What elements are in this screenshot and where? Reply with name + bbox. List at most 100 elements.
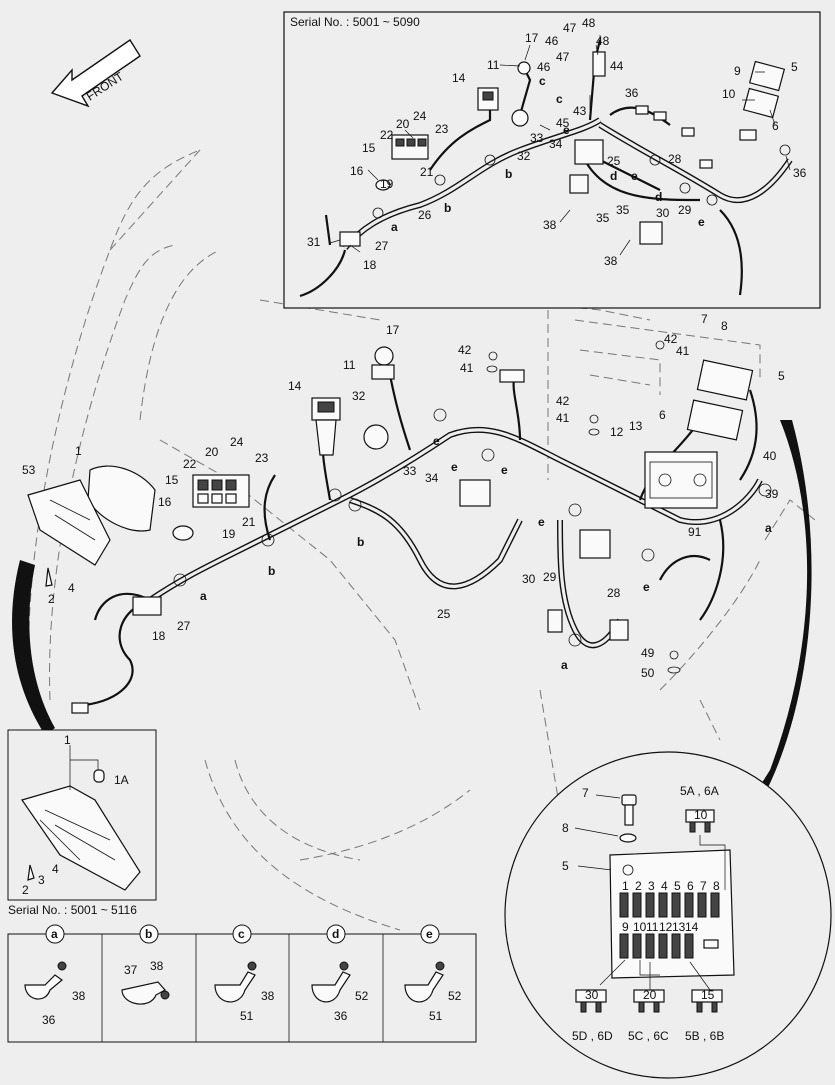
relay-28 [579,529,611,559]
svg-text:14: 14 [452,71,466,85]
spare-fuse-15: 15 [691,988,723,1013]
svg-text:a: a [561,658,568,672]
main-harness [84,374,772,707]
svg-text:40: 40 [763,449,777,463]
inset-relay-block [574,139,604,165]
inset-serial-5001-5090: Serial No. : 5001 ~ 5090 [283,11,821,309]
svg-text:e: e [643,580,650,594]
svg-text:16: 16 [158,495,172,509]
fuse-row-bottom: 9 10 11 12 13 14 [619,920,699,959]
svg-text:10: 10 [694,808,708,822]
inset-buzzer-32 [511,109,529,127]
svg-text:3: 3 [648,879,655,893]
svg-text:b: b [268,564,275,578]
svg-text:21: 21 [420,165,434,179]
svg-text:16: 16 [350,164,364,178]
svg-text:27: 27 [177,619,191,633]
lamp-17 [374,346,394,366]
radio-91 [644,451,718,509]
spare-fuse-30: 30 [575,988,607,1013]
svg-text:38: 38 [72,989,86,1003]
svg-text:21: 21 [242,515,256,529]
svg-text:d: d [655,190,662,204]
svg-text:10: 10 [722,87,736,101]
svg-text:48: 48 [596,34,610,48]
svg-text:d: d [332,927,339,941]
svg-text:42: 42 [458,343,472,357]
svg-text:e: e [426,927,433,941]
svg-text:7: 7 [582,786,589,800]
svg-text:4: 4 [661,879,668,893]
cab-outline [27,149,816,931]
svg-text:13: 13 [672,920,686,934]
svg-text:2: 2 [48,592,55,606]
svg-text:18: 18 [152,629,166,643]
svg-text:51: 51 [429,1009,443,1023]
svg-text:34: 34 [425,471,439,485]
svg-text:33: 33 [403,464,417,478]
svg-text:5D , 6D: 5D , 6D [572,1029,613,1043]
svg-text:b: b [357,535,364,549]
svg-text:45: 45 [556,116,570,130]
cab-frame-left [12,560,55,735]
svg-text:2: 2 [635,879,642,893]
svg-text:1A: 1A [114,773,129,787]
svg-text:14: 14 [685,920,699,934]
main-labels: 53 1 4 2 15 16 20 22 24 19 21 23 14 17 1… [22,312,785,680]
svg-text:7: 7 [700,879,707,893]
cigar-socket-16 [172,525,194,541]
svg-text:6: 6 [772,119,779,133]
svg-text:5B , 6B: 5B , 6B [685,1029,724,1043]
inset-connector-27 [339,231,361,247]
svg-text:32: 32 [517,149,531,163]
inset-fuse-box-5 [748,60,786,92]
svg-text:47: 47 [556,50,570,64]
svg-text:20: 20 [205,445,219,459]
svg-text:19: 19 [380,177,394,191]
svg-text:35: 35 [616,203,630,217]
svg-text:25: 25 [607,154,621,168]
svg-text:52: 52 [448,989,462,1003]
svg-text:20: 20 [643,988,657,1002]
svg-text:5: 5 [674,879,681,893]
svg-text:22: 22 [380,128,394,142]
svg-text:29: 29 [543,570,557,584]
svg-text:5: 5 [778,369,785,383]
svg-text:a: a [51,927,58,941]
svg-text:31: 31 [307,235,321,249]
svg-text:14: 14 [288,379,302,393]
svg-text:b: b [505,167,512,181]
svg-text:15: 15 [701,988,715,1002]
svg-text:34: 34 [549,137,563,151]
svg-text:38: 38 [543,218,557,232]
svg-text:24: 24 [230,435,244,449]
svg-text:30: 30 [522,572,536,586]
svg-text:9: 9 [622,920,629,934]
inset-relay-35 [639,221,663,245]
svg-text:28: 28 [668,152,682,166]
svg-text:3: 3 [38,873,45,887]
svg-text:46: 46 [537,60,551,74]
svg-text:4: 4 [52,862,59,876]
svg-text:26: 26 [418,208,432,222]
svg-text:38: 38 [150,959,164,973]
svg-text:36: 36 [625,86,639,100]
svg-text:53: 53 [22,463,36,477]
fuse-row-top: 1 2 3 4 5 6 7 8 [619,879,720,918]
svg-text:a: a [200,589,207,603]
svg-text:e: e [451,460,458,474]
svg-text:35: 35 [596,211,610,225]
connector-27 [132,596,162,616]
svg-text:e: e [538,515,545,529]
svg-text:29: 29 [678,203,692,217]
svg-text:25: 25 [437,607,451,621]
cab-lamp-1 [87,465,156,532]
svg-text:e: e [698,215,705,229]
svg-text:c: c [556,92,563,106]
svg-text:1: 1 [622,879,629,893]
spare-fuse-20: 20 [633,988,665,1013]
svg-text:30: 30 [585,988,599,1002]
main-clip-letters: a b b e e e e a a e [200,434,772,672]
svg-text:12: 12 [659,920,673,934]
